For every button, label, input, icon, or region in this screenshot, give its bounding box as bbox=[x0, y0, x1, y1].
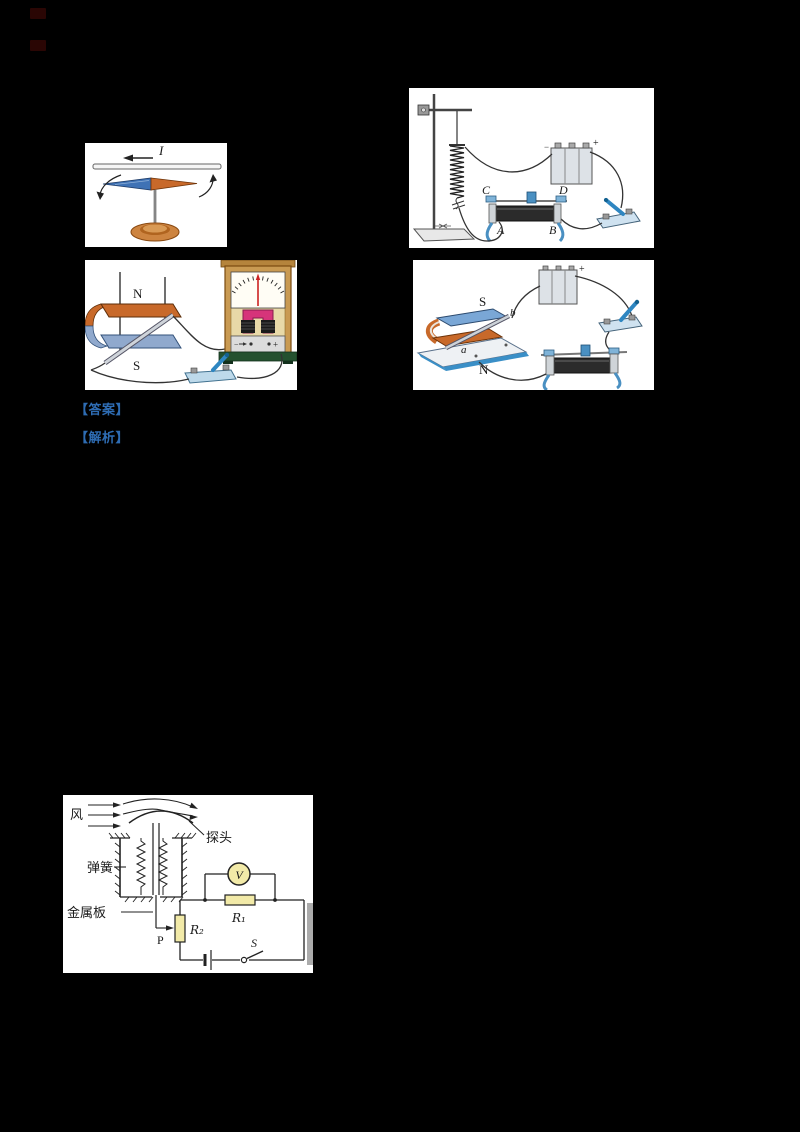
spring-label: 弹簧 bbox=[87, 860, 113, 876]
battery-plus-label: + bbox=[593, 138, 599, 149]
wire-switch-to-rheostat bbox=[560, 218, 603, 230]
voltmeter: V bbox=[227, 862, 251, 886]
rheostat-label-c: C bbox=[482, 183, 491, 197]
knife-switch bbox=[184, 352, 237, 384]
red-mark bbox=[30, 40, 46, 51]
conductor-rod-ab: a b bbox=[444, 307, 516, 356]
induction-diagram: N S − bbox=[85, 260, 297, 384]
knife-switch bbox=[598, 299, 643, 333]
terminal-plus-label: + bbox=[273, 340, 278, 350]
current-arrow-icon: I bbox=[123, 143, 164, 162]
current-label: I bbox=[158, 143, 164, 158]
wire-battery-to-rod bbox=[511, 285, 541, 319]
battery-pack: − + bbox=[544, 138, 599, 185]
pole-n-label: N bbox=[133, 286, 143, 301]
analysis-tag[interactable]: 【解析】 bbox=[75, 431, 130, 446]
battery-pack: + bbox=[538, 264, 585, 305]
wiper-arrow-icon: P bbox=[156, 925, 174, 947]
figure-spring-rheostat-circuit: − + bbox=[409, 88, 654, 248]
voltmeter-label: V bbox=[235, 868, 244, 882]
rheostat-label-b: B bbox=[549, 223, 557, 237]
pole-s-label: S bbox=[479, 294, 486, 309]
resistor-r1-label: R₁ bbox=[231, 911, 246, 925]
rheostat-label-a: A bbox=[496, 223, 505, 237]
battery-plus-label: + bbox=[579, 264, 585, 275]
straight-wire bbox=[92, 163, 222, 170]
resistor-r2: R₂ bbox=[174, 914, 204, 943]
battery-minus-label: − bbox=[544, 142, 549, 152]
motor-diagram: + S a b bbox=[416, 264, 643, 390]
wire-rod-to-galvanometer bbox=[172, 315, 226, 351]
rheostat: C D A B bbox=[482, 183, 568, 243]
switch: S bbox=[240, 936, 264, 964]
platform bbox=[416, 337, 529, 371]
streamlines bbox=[122, 798, 198, 820]
wire-rheostat-to-spring bbox=[458, 207, 503, 242]
galvanometer: − + bbox=[218, 260, 297, 364]
wind-arrows-icon bbox=[88, 802, 121, 829]
horseshoe-magnet: N S bbox=[85, 286, 182, 373]
hanging-spring bbox=[449, 111, 466, 210]
scan-shadow bbox=[307, 903, 313, 965]
battery-symbol bbox=[203, 950, 212, 970]
probe-pointer-line bbox=[188, 820, 205, 836]
oersted-diagram: I bbox=[92, 143, 222, 242]
springs bbox=[135, 838, 169, 895]
retort-stand bbox=[412, 94, 476, 242]
wind-label: 风 bbox=[70, 808, 83, 823]
conductor-rod bbox=[103, 312, 175, 366]
wire-galvanometer-to-switch bbox=[236, 353, 283, 379]
rotation-arrow-left-icon bbox=[96, 174, 122, 200]
rod-label-a: a bbox=[461, 344, 467, 356]
pole-n-label: N bbox=[479, 362, 489, 377]
wire-rheostat-to-platform bbox=[478, 361, 547, 381]
resistor-r2-label: R₂ bbox=[189, 923, 204, 937]
probe-label: 探头 bbox=[206, 831, 232, 846]
compass-stand bbox=[130, 190, 180, 242]
figure-motor-force-circuit: + S a b bbox=[413, 260, 654, 390]
wire-battery-to-switch bbox=[574, 275, 633, 317]
knife-switch bbox=[596, 198, 641, 229]
metal-plate-label: 金属板 bbox=[67, 905, 106, 921]
answer-tag[interactable]: 【答案】 bbox=[75, 403, 130, 418]
rotation-arrow-right-icon bbox=[198, 174, 217, 198]
wire-battery-to-switch bbox=[589, 151, 624, 209]
galvanometer-scale-ticks bbox=[231, 276, 285, 294]
rheostat bbox=[540, 344, 628, 390]
terminal-minus-label: − bbox=[234, 340, 239, 349]
wire-switch-to-rod bbox=[90, 362, 190, 384]
metal-plate-shaft bbox=[152, 823, 160, 928]
red-mark bbox=[30, 8, 46, 19]
resistor-r1: R₁ bbox=[224, 894, 256, 925]
pole-s-label: S bbox=[133, 358, 140, 373]
wind-sensor-diagram: 风 探头 bbox=[67, 798, 313, 970]
figure-wind-sensor-circuit: 风 探头 bbox=[63, 795, 313, 973]
rod-label-b: b bbox=[510, 307, 516, 319]
spring-circuit-diagram: − + bbox=[412, 94, 641, 243]
wire-spring-to-battery bbox=[464, 146, 553, 173]
figure-induction-galvanometer: N S − bbox=[85, 260, 297, 390]
switch-s-label: S bbox=[251, 936, 257, 950]
compass-needle bbox=[102, 177, 198, 191]
wiper-p-label: P bbox=[157, 933, 164, 947]
rheostat-label-d: D bbox=[558, 183, 568, 197]
probe-dome bbox=[128, 810, 194, 824]
figure-oersted-experiment: I bbox=[85, 143, 227, 247]
